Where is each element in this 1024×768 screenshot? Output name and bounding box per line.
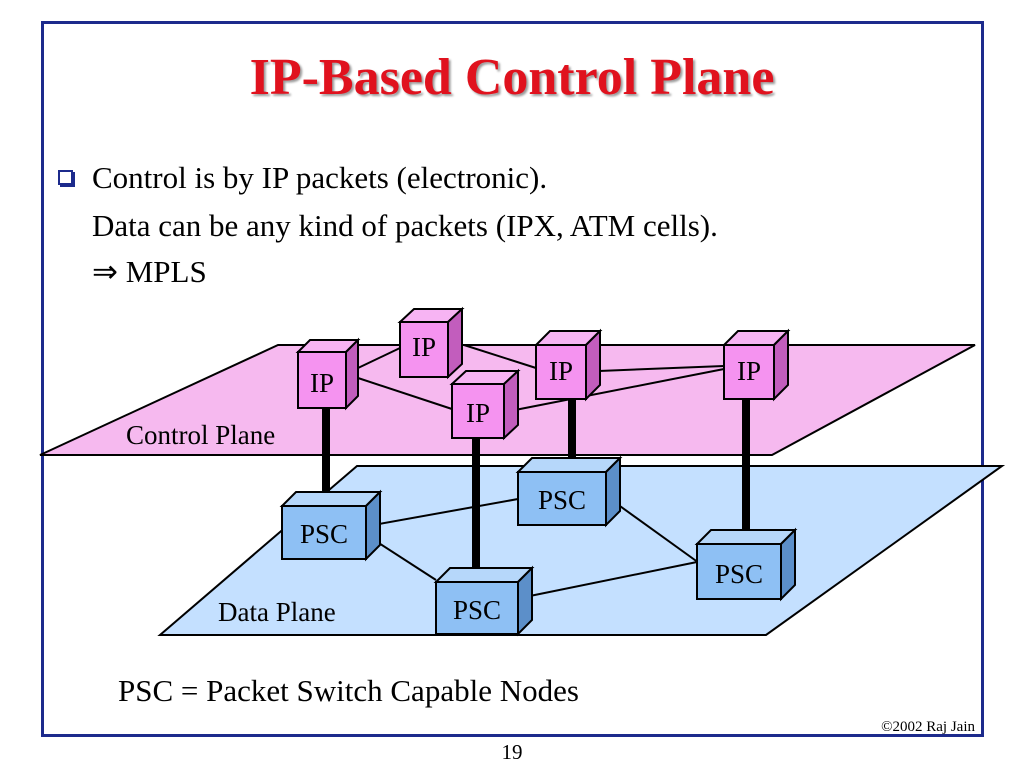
link-ip1-ip2 — [357, 377, 456, 411]
control-links — [357, 344, 725, 411]
ip-node-1-label: IP — [310, 368, 334, 398]
psc-node-1: PSC — [279, 489, 383, 562]
bullet-square-icon — [58, 170, 73, 185]
bullet-line-1: Control is by IP packets (electronic). — [92, 160, 548, 195]
ip-node-4: IP — [533, 328, 603, 402]
link-psc1-psc2 — [367, 498, 519, 527]
data-plane-label: Data Plane — [218, 597, 336, 627]
ip-node-4-label: IP — [549, 356, 573, 386]
link-ip3-ip4 — [463, 344, 537, 369]
bullet-line-3: ⇒ MPLS — [92, 254, 207, 289]
psc-node-2-label: PSC — [538, 485, 586, 515]
link-psc3-psc4 — [519, 561, 698, 599]
psc-node-3: PSC — [433, 565, 535, 637]
vertical-links — [322, 398, 750, 568]
ip-node-2-label: IP — [466, 398, 490, 428]
ip-node-5: IP — [721, 328, 791, 402]
ip-node-3-label: IP — [412, 332, 436, 362]
copyright: ©2002 Raj Jain — [881, 719, 975, 735]
link-psc2-psc4 — [605, 495, 707, 569]
psc-node-4-label: PSC — [715, 559, 763, 589]
psc-node-2: PSC — [515, 455, 623, 528]
bullet-line-2: Data can be any kind of packets (IPX, AT… — [92, 208, 718, 243]
link-ip1-ip3 — [357, 347, 401, 369]
link-ip2-ip5 — [514, 368, 725, 411]
page-number: 19 — [501, 740, 523, 764]
slide-title: IP-Based Control Plane — [249, 49, 775, 106]
ip-node-1: IP — [295, 337, 361, 411]
psc-node-3-label: PSC — [453, 595, 501, 625]
psc-node-1-label: PSC — [300, 519, 348, 549]
psc-node-4: PSC — [694, 527, 798, 602]
psc-definition: PSC = Packet Switch Capable Nodes — [118, 673, 579, 708]
ip-node-2: IP — [449, 368, 521, 441]
ip-node-3: IP — [397, 306, 465, 380]
control-plane-label: Control Plane — [126, 420, 275, 450]
ip-node-5-label: IP — [737, 356, 761, 386]
link-ip4-ip5 — [598, 365, 725, 372]
